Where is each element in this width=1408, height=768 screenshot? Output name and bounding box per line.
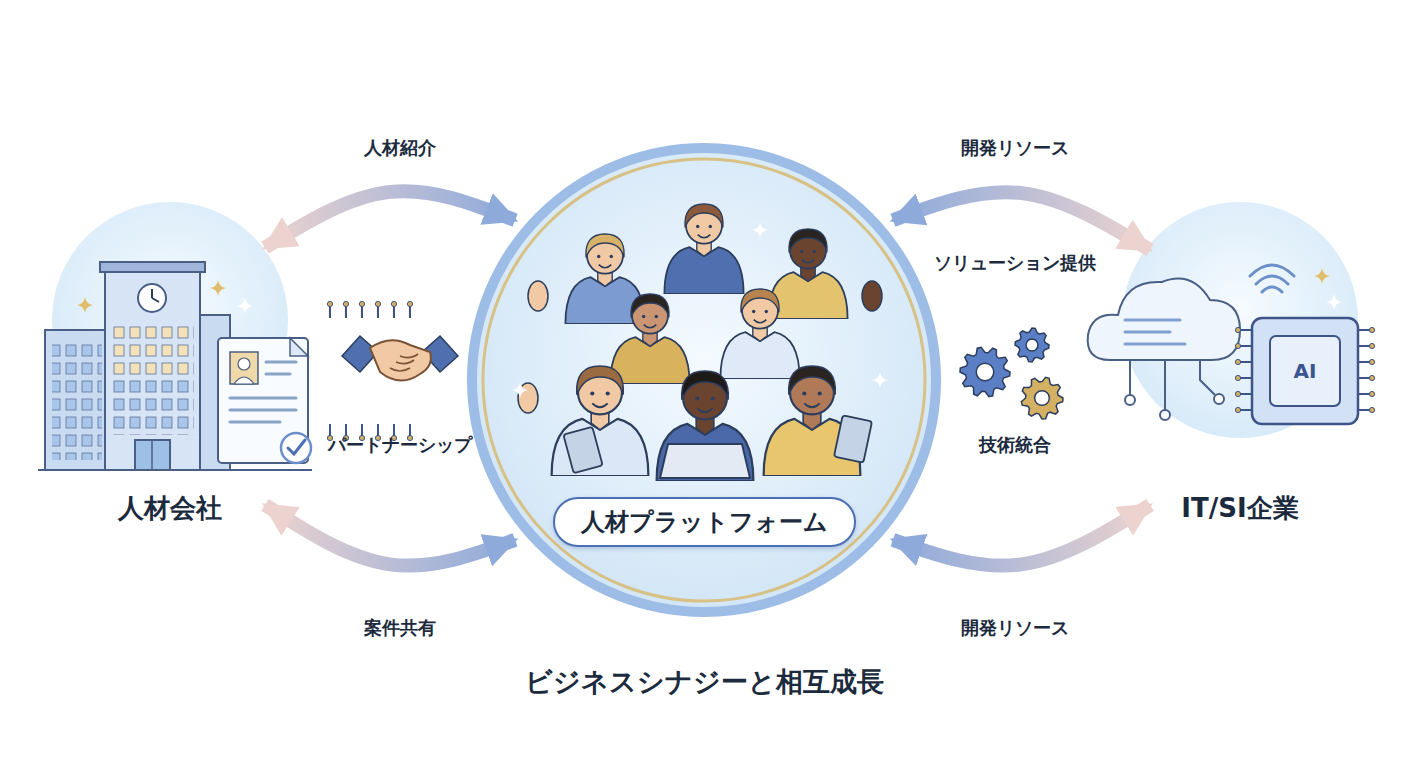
double-arrow: [265, 505, 515, 566]
gear-icon: [1015, 328, 1049, 362]
side-label: ソリューション提供: [934, 251, 1096, 275]
edge-label: 開発リソース: [961, 616, 1069, 640]
gear-icon: [960, 347, 1010, 396]
gear-icon: [1021, 377, 1063, 419]
edge-label: 開発リソース: [961, 136, 1069, 160]
company-node: IT/SI企業: [1110, 200, 1370, 540]
hub-label-pill: 人材プラットフォーム: [553, 497, 856, 547]
double-arrow: [265, 191, 515, 247]
chip-label: AI: [1294, 359, 1317, 383]
node-title: IT/SI企業: [1181, 491, 1298, 526]
edge-label: 人材紹介: [364, 136, 436, 160]
edge-label: 案件共有: [364, 616, 436, 640]
node-title: 人材会社: [118, 491, 222, 526]
double-arrow: [893, 192, 1150, 250]
side-label: 技術統合: [979, 433, 1051, 457]
platform-hub: 人材プラットフォーム: [469, 145, 939, 615]
side-label: パートナーシップ: [328, 433, 472, 457]
double-arrow: [893, 505, 1150, 566]
caption: ビジネスシナジーと相互成長: [525, 664, 884, 700]
company-node: 人材会社: [40, 200, 300, 540]
